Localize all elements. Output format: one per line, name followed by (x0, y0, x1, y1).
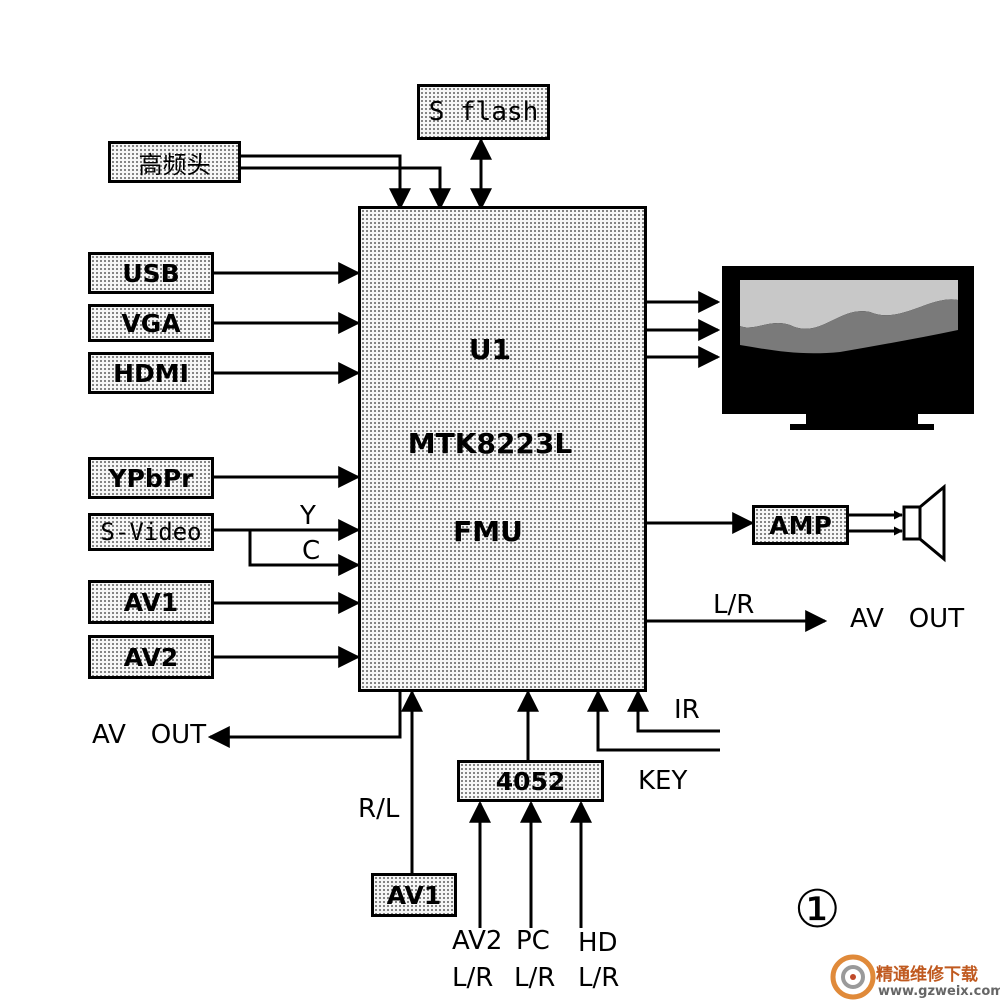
usb-label: USB (122, 258, 180, 288)
key-label: KEY (638, 766, 688, 796)
figure-number: ① (794, 880, 841, 940)
rl-label: R/L (358, 794, 400, 824)
svideo-box: S-Video (88, 513, 214, 551)
sflash-box: S flash (417, 84, 550, 140)
watermark: 精通维修下载 www.gzweix.com (828, 950, 1000, 1004)
chip-label-fmu: FMU (453, 515, 523, 548)
sflash-label: S flash (428, 97, 539, 127)
tuner-label: 高频头 (138, 150, 211, 179)
watermark-logo-icon (830, 954, 876, 1000)
main-chip (358, 206, 647, 692)
av-out-right-label: AV OUT (850, 604, 965, 634)
lr-output-label: L/R (713, 590, 755, 620)
av2-box: AV2 (88, 635, 214, 679)
hdmi-label: HDMI (113, 358, 189, 388)
tuner-box: 高频头 (108, 141, 241, 183)
switch-4052-box: 4052 (457, 760, 604, 802)
speaker-icon (902, 483, 946, 563)
av1-bottom-box: AV1 (371, 873, 457, 917)
y-signal-label: Y (300, 501, 316, 531)
c-signal-label: C (302, 536, 321, 566)
amp-label: AMP (769, 510, 832, 540)
amp-box: AMP (752, 505, 849, 545)
av-out-left-line (207, 692, 402, 748)
av1-box: AV1 (88, 580, 214, 624)
chip-label-model: MTK8223L (407, 427, 573, 460)
ir-label: IR (674, 695, 700, 725)
pc-lr-label: L/R (514, 963, 556, 993)
ypbpr-label: YPbPr (108, 463, 194, 493)
tuner-line-2 (240, 166, 451, 211)
ir-line (627, 689, 720, 733)
switch-4052-label: 4052 (495, 766, 566, 796)
av1-label: AV1 (123, 587, 179, 617)
svideo-c-line (248, 530, 361, 576)
ypbpr-box: YPbPr (88, 457, 214, 499)
av2-lr-label: L/R (452, 963, 494, 993)
tv-display-icon (722, 266, 974, 430)
hdmi-box: HDMI (88, 352, 214, 394)
av2-bottom-label: AV2 (452, 926, 503, 956)
av2-label: AV2 (123, 642, 179, 672)
key-line (587, 689, 720, 752)
hd-lr-label: L/R (578, 963, 620, 993)
usb-box: USB (88, 252, 214, 294)
svideo-label: S-Video (100, 518, 202, 546)
hd-bottom-label: HD (578, 928, 618, 958)
av1-bottom-label: AV1 (386, 880, 442, 910)
watermark-url: www.gzweix.com (878, 984, 1000, 999)
tuner-line-1 (240, 154, 411, 211)
pc-bottom-label: PC (516, 926, 550, 956)
vga-label: VGA (121, 308, 181, 338)
av-out-left-label: AV OUT (92, 720, 207, 750)
chip-label-u1: U1 (468, 333, 512, 366)
vga-box: VGA (88, 304, 214, 342)
watermark-brand: 精通维修下载 (876, 965, 978, 985)
